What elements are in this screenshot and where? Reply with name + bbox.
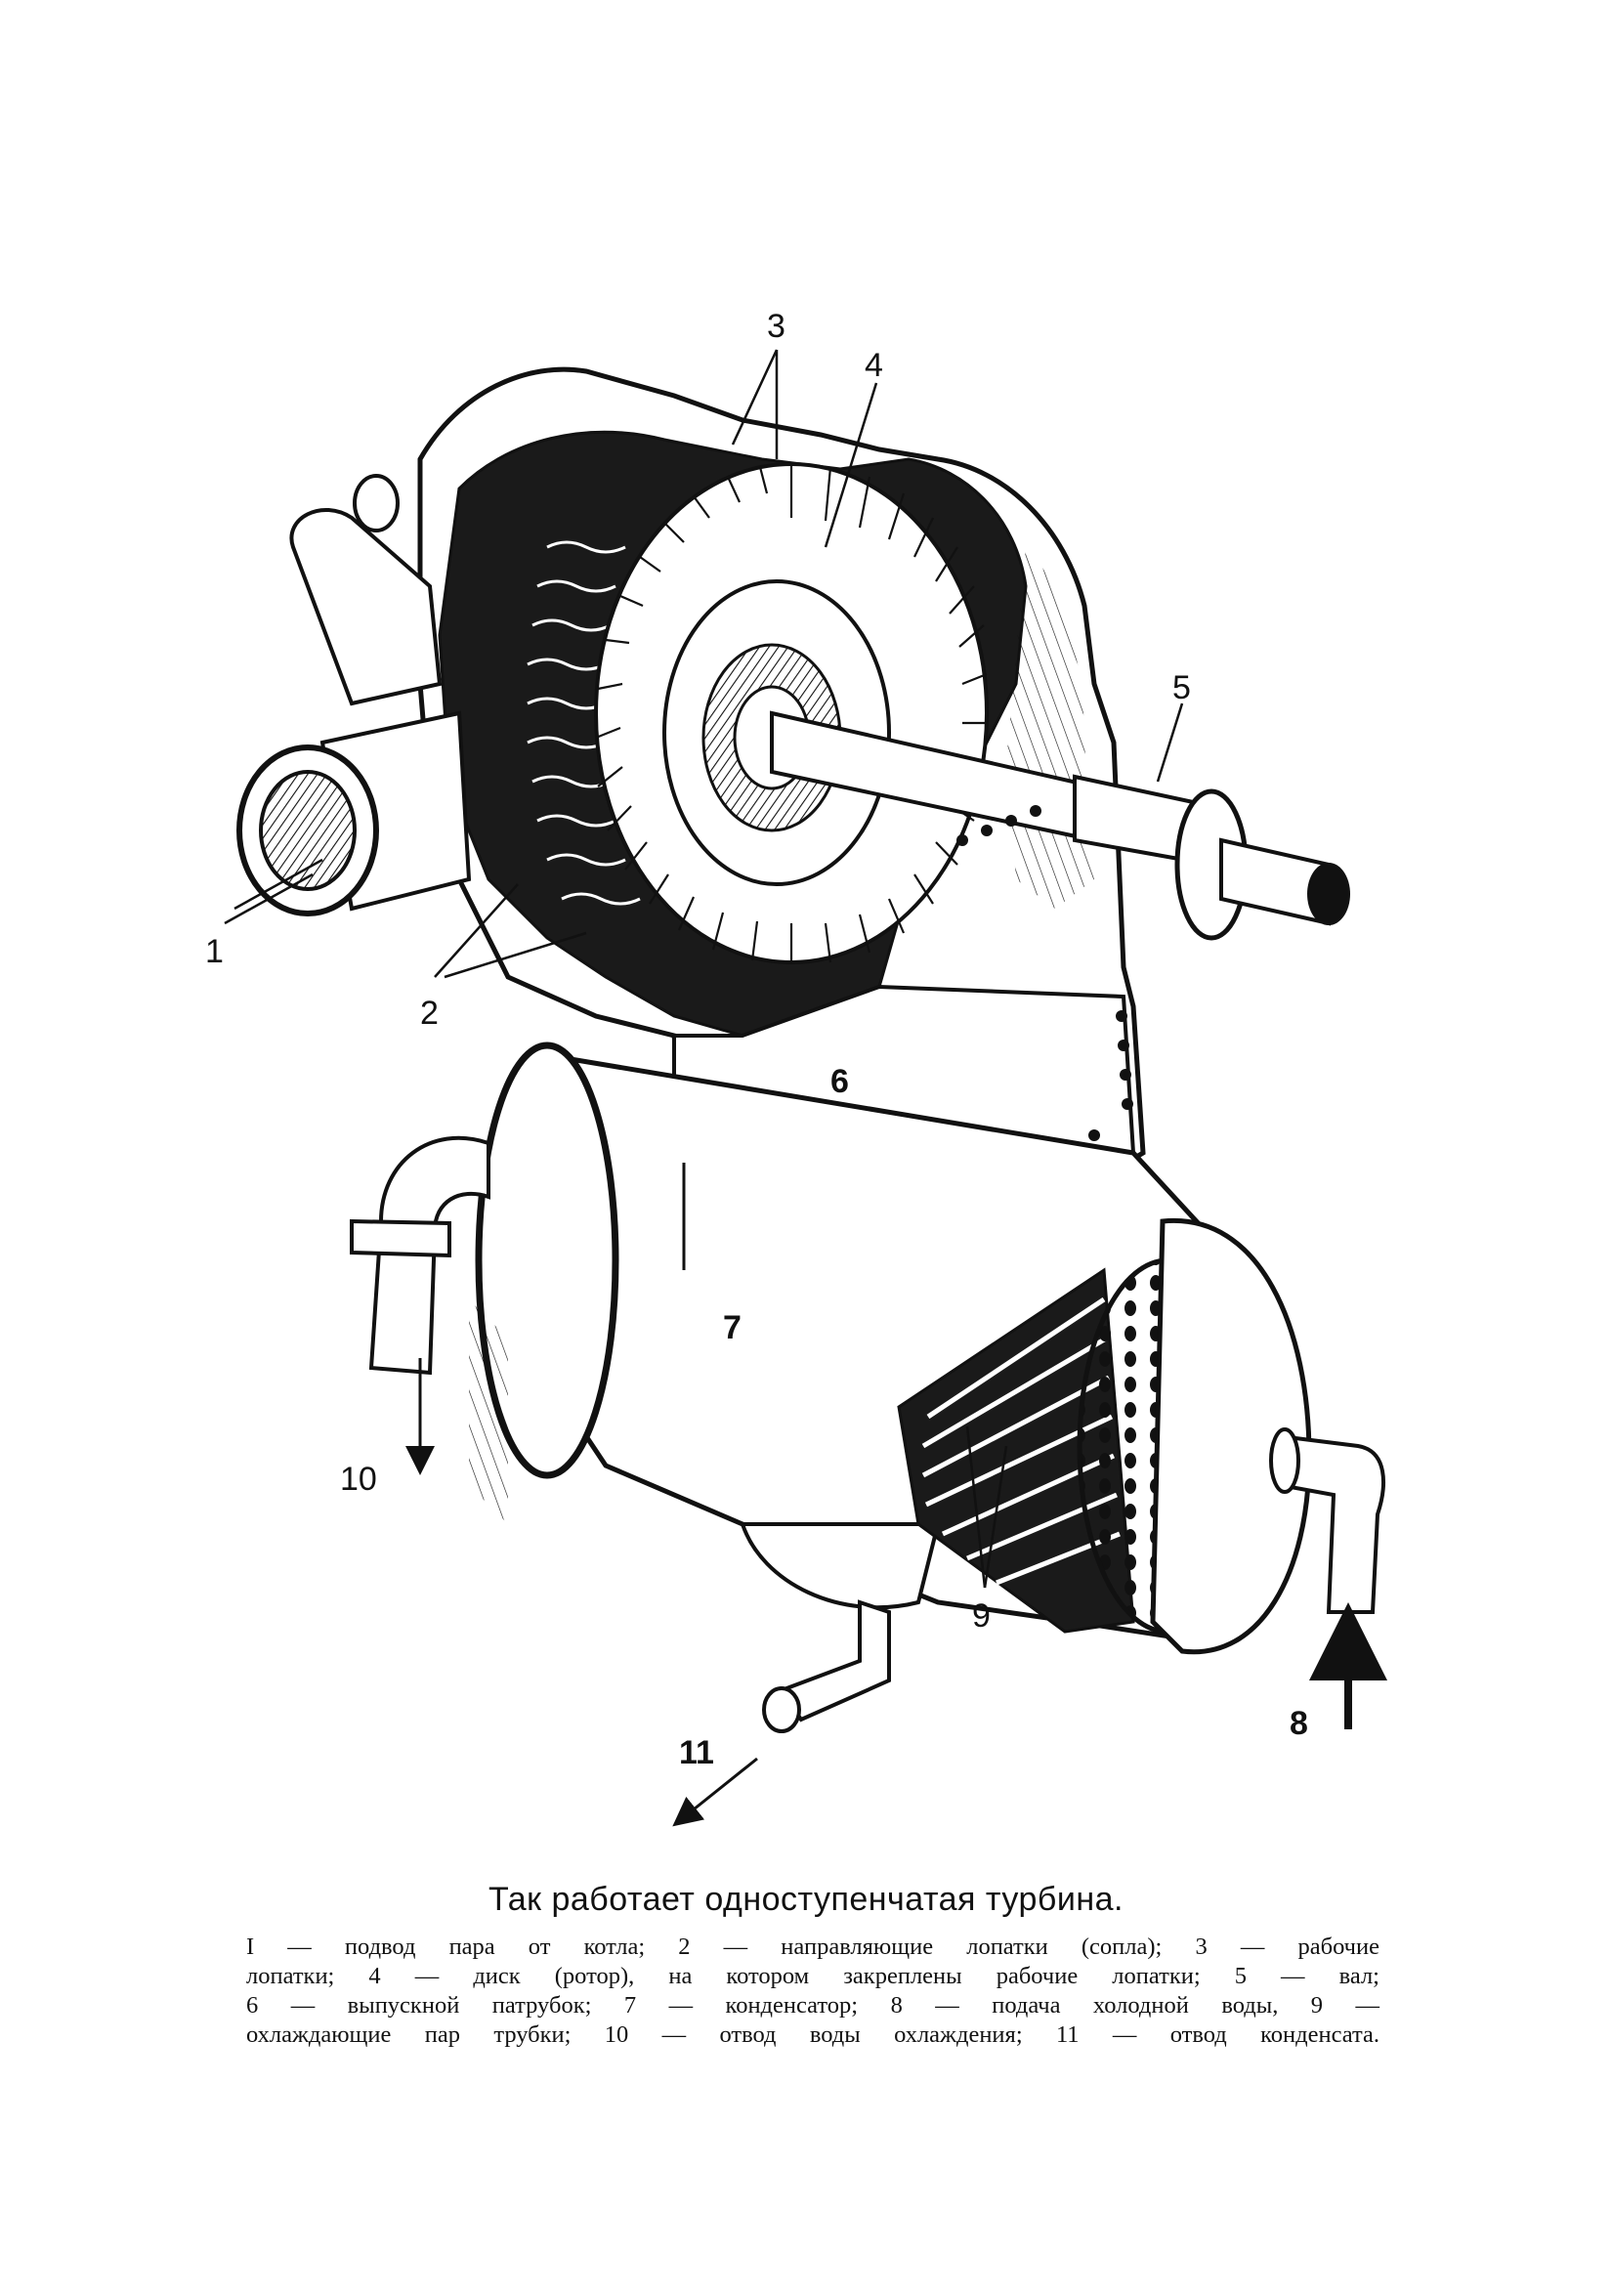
leader-lines <box>224 349 1184 1589</box>
callout-5: 5 <box>1172 669 1191 706</box>
rotor-disk <box>594 462 989 964</box>
turbine-cutaway-illustration: 1 2 3 4 5 6 7 8 9 10 11 <box>205 308 1387 1827</box>
callout-4: 4 <box>865 347 883 384</box>
callout-9: 9 <box>972 1597 991 1635</box>
figure-caption-title: Так работает одноступенчатая турбина. <box>488 1881 1124 1918</box>
callout-8: 8 <box>1290 1705 1308 1742</box>
legend-line: I — подвод пара от котла; 2 — направляющ… <box>246 1934 1379 1960</box>
callout-1: 1 <box>205 933 224 970</box>
figure-caption-legend: I — подвод пара от котла; 2 — направляющ… <box>246 1933 1379 2050</box>
blade-arrays <box>527 540 641 906</box>
cold-water-inlet-pipe <box>1269 1427 1385 1614</box>
callout-10: 10 <box>340 1461 377 1498</box>
callout-11: 11 <box>679 1734 714 1771</box>
callout-2: 2 <box>420 995 439 1032</box>
cooling-water-outlet-pipe <box>350 1135 490 1376</box>
callout-3: 3 <box>767 308 785 345</box>
flow-arrows <box>405 1358 1387 1827</box>
legend-line: охлаждающие пар трубки; 10 — отвод воды … <box>246 2021 1379 2048</box>
cooling-tubes <box>897 1217 1312 1655</box>
callout-labels: 1 2 3 4 5 6 7 8 9 10 11 <box>205 308 1308 1771</box>
condensate-outlet-pipe <box>762 1599 891 1733</box>
legend-line: лопатки; 4 — диск (ротор), на котором за… <box>246 1963 1379 1989</box>
shaft <box>770 710 1350 941</box>
callout-7: 7 <box>723 1309 742 1346</box>
callout-6: 6 <box>830 1063 849 1100</box>
steam-inlet-pipe <box>236 474 472 916</box>
legend-line: 6 — выпускной патрубок; 7 — конденсатор;… <box>246 1992 1379 2019</box>
